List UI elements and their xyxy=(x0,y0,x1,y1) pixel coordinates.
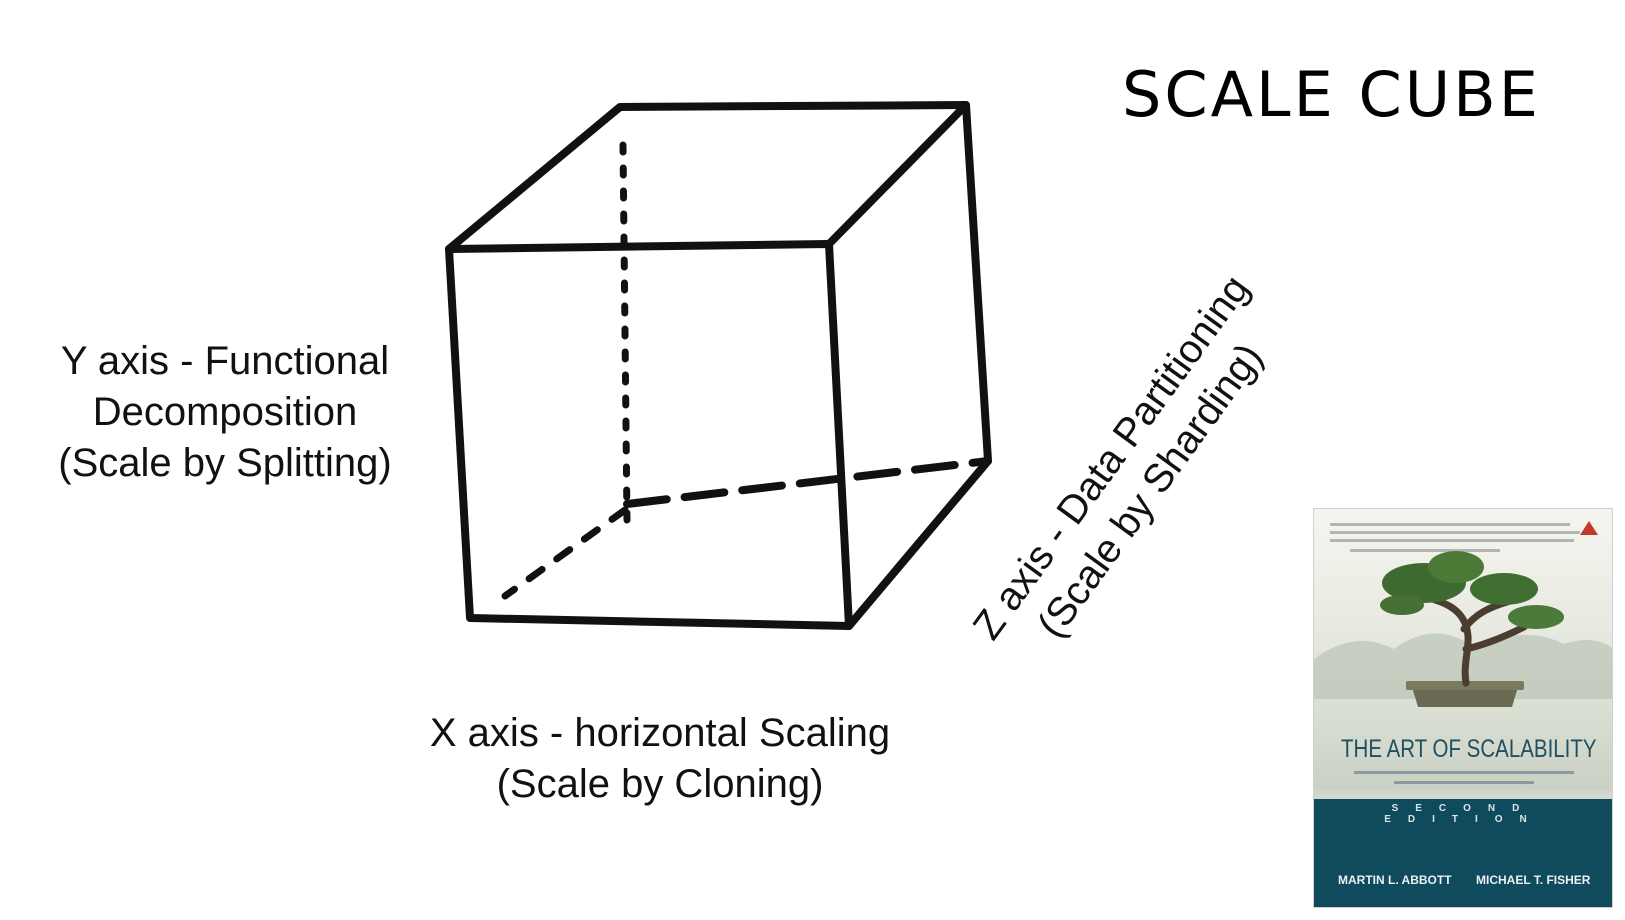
cube-hidden-vertical-edge xyxy=(619,141,631,524)
book-author-1: MARTIN L. ABBOTT xyxy=(1338,873,1452,887)
y-axis-label-line-2: Decomposition xyxy=(92,390,358,434)
book-blurb-line xyxy=(1350,549,1500,552)
cube-front-face xyxy=(445,240,853,630)
x-axis-label-line-2: (Scale by Cloning) xyxy=(496,762,824,806)
y-axis-label-line-1: Y axis - Functional xyxy=(60,339,390,383)
book-author-2: MICHAEL T. FISHER xyxy=(1476,873,1591,887)
x-axis-label: X axis - horizontal Scaling (Scale by Cl… xyxy=(390,708,930,810)
book-subtitle-line xyxy=(1394,781,1534,784)
cube-hidden-horizontal-edge xyxy=(623,457,992,508)
book-cover-image: THE ART OF SCALABILITY SECOND EDITION MA… xyxy=(1313,508,1613,908)
x-axis-label-line-1: X axis - horizontal Scaling xyxy=(429,711,891,755)
book-band: SECOND EDITION MARTIN L. ABBOTT MICHAEL … xyxy=(1314,799,1612,907)
publisher-logo-icon xyxy=(1580,521,1598,535)
book-blurb-line xyxy=(1330,539,1574,542)
book-subtitle-line xyxy=(1354,771,1574,774)
slide-title: SCALE CUBE xyxy=(1122,58,1541,131)
book-blurb-line xyxy=(1330,531,1580,534)
cube-top-face xyxy=(445,101,970,253)
book-title: THE ART OF SCALABILITY xyxy=(1341,735,1597,763)
book-edition: SECOND EDITION xyxy=(1384,803,1544,825)
cube-hidden-depth-edge xyxy=(501,506,629,600)
y-axis-label-line-3: (Scale by Splitting) xyxy=(58,441,392,485)
cube-right-face xyxy=(845,101,992,630)
y-axis-label: Y axis - Functional Decomposition (Scale… xyxy=(20,336,430,489)
bonsai-tree-illustration xyxy=(1314,551,1612,707)
book-blurb-line xyxy=(1330,523,1570,526)
